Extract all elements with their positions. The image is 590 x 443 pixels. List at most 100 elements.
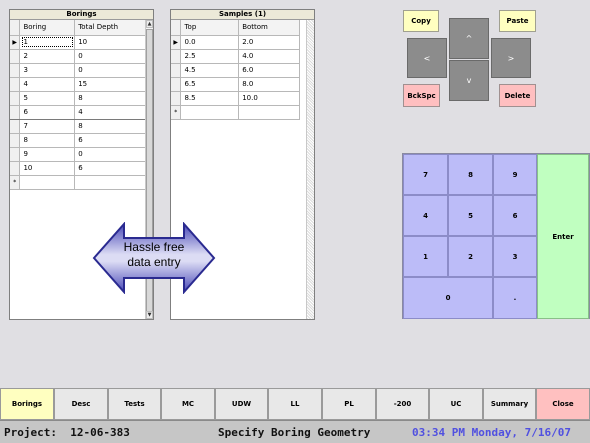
tab-tests[interactable]: Tests bbox=[108, 388, 161, 420]
row-header bbox=[10, 161, 21, 176]
depth-cell[interactable] bbox=[74, 175, 146, 190]
table-row[interactable]: 4 15 bbox=[10, 77, 146, 92]
key-7[interactable]: 7 bbox=[403, 154, 448, 195]
table-row[interactable]: 2 0 bbox=[10, 49, 146, 64]
boring-cell[interactable]: 2 bbox=[19, 49, 76, 64]
boring-cell[interactable]: 4 bbox=[19, 77, 76, 92]
depth-cell[interactable]: 0 bbox=[74, 63, 146, 78]
key-6[interactable]: 6 bbox=[493, 195, 537, 236]
depth-cell[interactable]: 10 bbox=[74, 35, 146, 50]
column-header-boring[interactable]: Boring bbox=[19, 20, 76, 36]
table-row[interactable]: 8.5 10.0 bbox=[171, 91, 300, 106]
boring-cell[interactable]: 3 bbox=[19, 63, 76, 78]
tab-pl[interactable]: PL bbox=[322, 388, 376, 420]
project-label: Project: 12-06-383 bbox=[4, 426, 130, 439]
new-row-marker: * bbox=[10, 175, 21, 190]
top-cell[interactable]: 2.5 bbox=[180, 49, 240, 64]
boring-cell[interactable]: 1 bbox=[19, 35, 76, 50]
scroll-up-button[interactable]: ▲ bbox=[146, 20, 153, 28]
bottom-cell[interactable] bbox=[238, 105, 300, 120]
depth-cell[interactable]: 15 bbox=[74, 77, 146, 92]
table-row[interactable]: 4.5 6.0 bbox=[171, 63, 300, 78]
key-3[interactable]: 3 bbox=[493, 236, 537, 277]
key-9[interactable]: 9 bbox=[493, 154, 537, 195]
bottom-cell[interactable]: 10.0 bbox=[238, 91, 300, 106]
boring-cell[interactable] bbox=[19, 175, 76, 190]
row-header bbox=[171, 63, 182, 78]
top-cell[interactable]: 8.5 bbox=[180, 91, 240, 106]
top-cell[interactable] bbox=[180, 105, 240, 120]
new-row[interactable]: * bbox=[171, 105, 300, 120]
new-row[interactable]: * bbox=[10, 175, 146, 190]
key-2[interactable]: 2 bbox=[448, 236, 493, 277]
bottom-cell[interactable]: 8.0 bbox=[238, 77, 300, 92]
top-cell[interactable]: 4.5 bbox=[180, 63, 240, 78]
tab-uc[interactable]: UC bbox=[429, 388, 483, 420]
depth-cell[interactable]: 8 bbox=[74, 119, 146, 134]
table-row[interactable]: 5 8 bbox=[10, 91, 146, 106]
table-row[interactable]: 3 0 bbox=[10, 63, 146, 78]
copy-button[interactable]: Copy bbox=[403, 10, 439, 32]
depth-cell[interactable]: 4 bbox=[74, 105, 146, 120]
row-header bbox=[171, 49, 182, 64]
boring-cell[interactable]: 5 bbox=[19, 91, 76, 106]
depth-cell[interactable]: 6 bbox=[74, 161, 146, 176]
status-bar: Project: 12-06-383 Specify Boring Geomet… bbox=[0, 420, 590, 443]
tab-minus-200[interactable]: -200 bbox=[376, 388, 429, 420]
table-row[interactable]: 2.5 4.0 bbox=[171, 49, 300, 64]
nav-left-button[interactable]: < bbox=[407, 38, 447, 78]
tab-borings[interactable]: Borings bbox=[0, 388, 54, 420]
top-cell[interactable]: 6.5 bbox=[180, 77, 240, 92]
tab-mc[interactable]: MC bbox=[161, 388, 215, 420]
table-row[interactable]: 6.5 8.0 bbox=[171, 77, 300, 92]
column-header-top[interactable]: Top bbox=[180, 20, 240, 36]
bottom-cell[interactable]: 2.0 bbox=[238, 35, 300, 50]
samples-panel-title: Samples (1) bbox=[171, 10, 314, 20]
table-row[interactable]: 9 0 bbox=[10, 147, 146, 162]
boring-cell[interactable]: 6 bbox=[19, 105, 76, 120]
tab-ll[interactable]: LL bbox=[268, 388, 322, 420]
row-header bbox=[10, 91, 21, 106]
boring-cell[interactable]: 10 bbox=[19, 161, 76, 176]
table-row[interactable]: 8 6 bbox=[10, 133, 146, 148]
depth-cell[interactable]: 8 bbox=[74, 91, 146, 106]
boring-cell[interactable]: 8 bbox=[19, 133, 76, 148]
table-row[interactable]: 6 4 bbox=[10, 105, 146, 120]
table-row[interactable]: ▶ 1 10 bbox=[10, 35, 146, 50]
depth-cell[interactable]: 0 bbox=[74, 147, 146, 162]
bottom-cell[interactable]: 6.0 bbox=[238, 63, 300, 78]
key-1[interactable]: 1 bbox=[403, 236, 448, 277]
callout-line-1: Hassle free bbox=[123, 240, 185, 254]
top-cell[interactable]: 0.0 bbox=[180, 35, 240, 50]
tab-udw[interactable]: UDW bbox=[215, 388, 268, 420]
key-0[interactable]: 0 bbox=[403, 277, 493, 319]
table-row[interactable]: 10 6 bbox=[10, 161, 146, 176]
column-header-bottom[interactable]: Bottom bbox=[238, 20, 300, 36]
key-4[interactable]: 4 bbox=[403, 195, 448, 236]
tab-bar: Borings Desc Tests MC UDW LL PL -200 UC … bbox=[0, 388, 590, 420]
samples-scrollbar[interactable] bbox=[306, 20, 314, 319]
key-decimal[interactable]: . bbox=[493, 277, 537, 319]
borings-scrollbar[interactable]: ▲ ▼ bbox=[145, 20, 153, 319]
enter-key[interactable]: Enter bbox=[537, 154, 589, 319]
depth-cell[interactable]: 6 bbox=[74, 133, 146, 148]
boring-cell[interactable]: 7 bbox=[19, 119, 76, 134]
delete-button[interactable]: Delete bbox=[499, 84, 536, 107]
nav-up-button[interactable]: ^ bbox=[449, 18, 489, 59]
boring-cell[interactable]: 9 bbox=[19, 147, 76, 162]
paste-button[interactable]: Paste bbox=[499, 10, 536, 32]
tab-close[interactable]: Close bbox=[536, 388, 590, 420]
key-5[interactable]: 5 bbox=[448, 195, 493, 236]
depth-cell[interactable]: 0 bbox=[74, 49, 146, 64]
tab-desc[interactable]: Desc bbox=[54, 388, 108, 420]
column-header-total-depth[interactable]: Total Depth bbox=[74, 20, 146, 36]
scroll-down-button[interactable]: ▼ bbox=[146, 311, 153, 319]
tab-summary[interactable]: Summary bbox=[483, 388, 536, 420]
nav-right-button[interactable]: > bbox=[491, 38, 531, 78]
key-8[interactable]: 8 bbox=[448, 154, 493, 195]
table-row[interactable]: ▶ 0.0 2.0 bbox=[171, 35, 300, 50]
nav-down-button[interactable]: v bbox=[449, 60, 489, 101]
table-row[interactable]: 7 8 bbox=[10, 119, 146, 134]
bottom-cell[interactable]: 4.0 bbox=[238, 49, 300, 64]
backspace-button[interactable]: BckSpc bbox=[403, 84, 440, 107]
